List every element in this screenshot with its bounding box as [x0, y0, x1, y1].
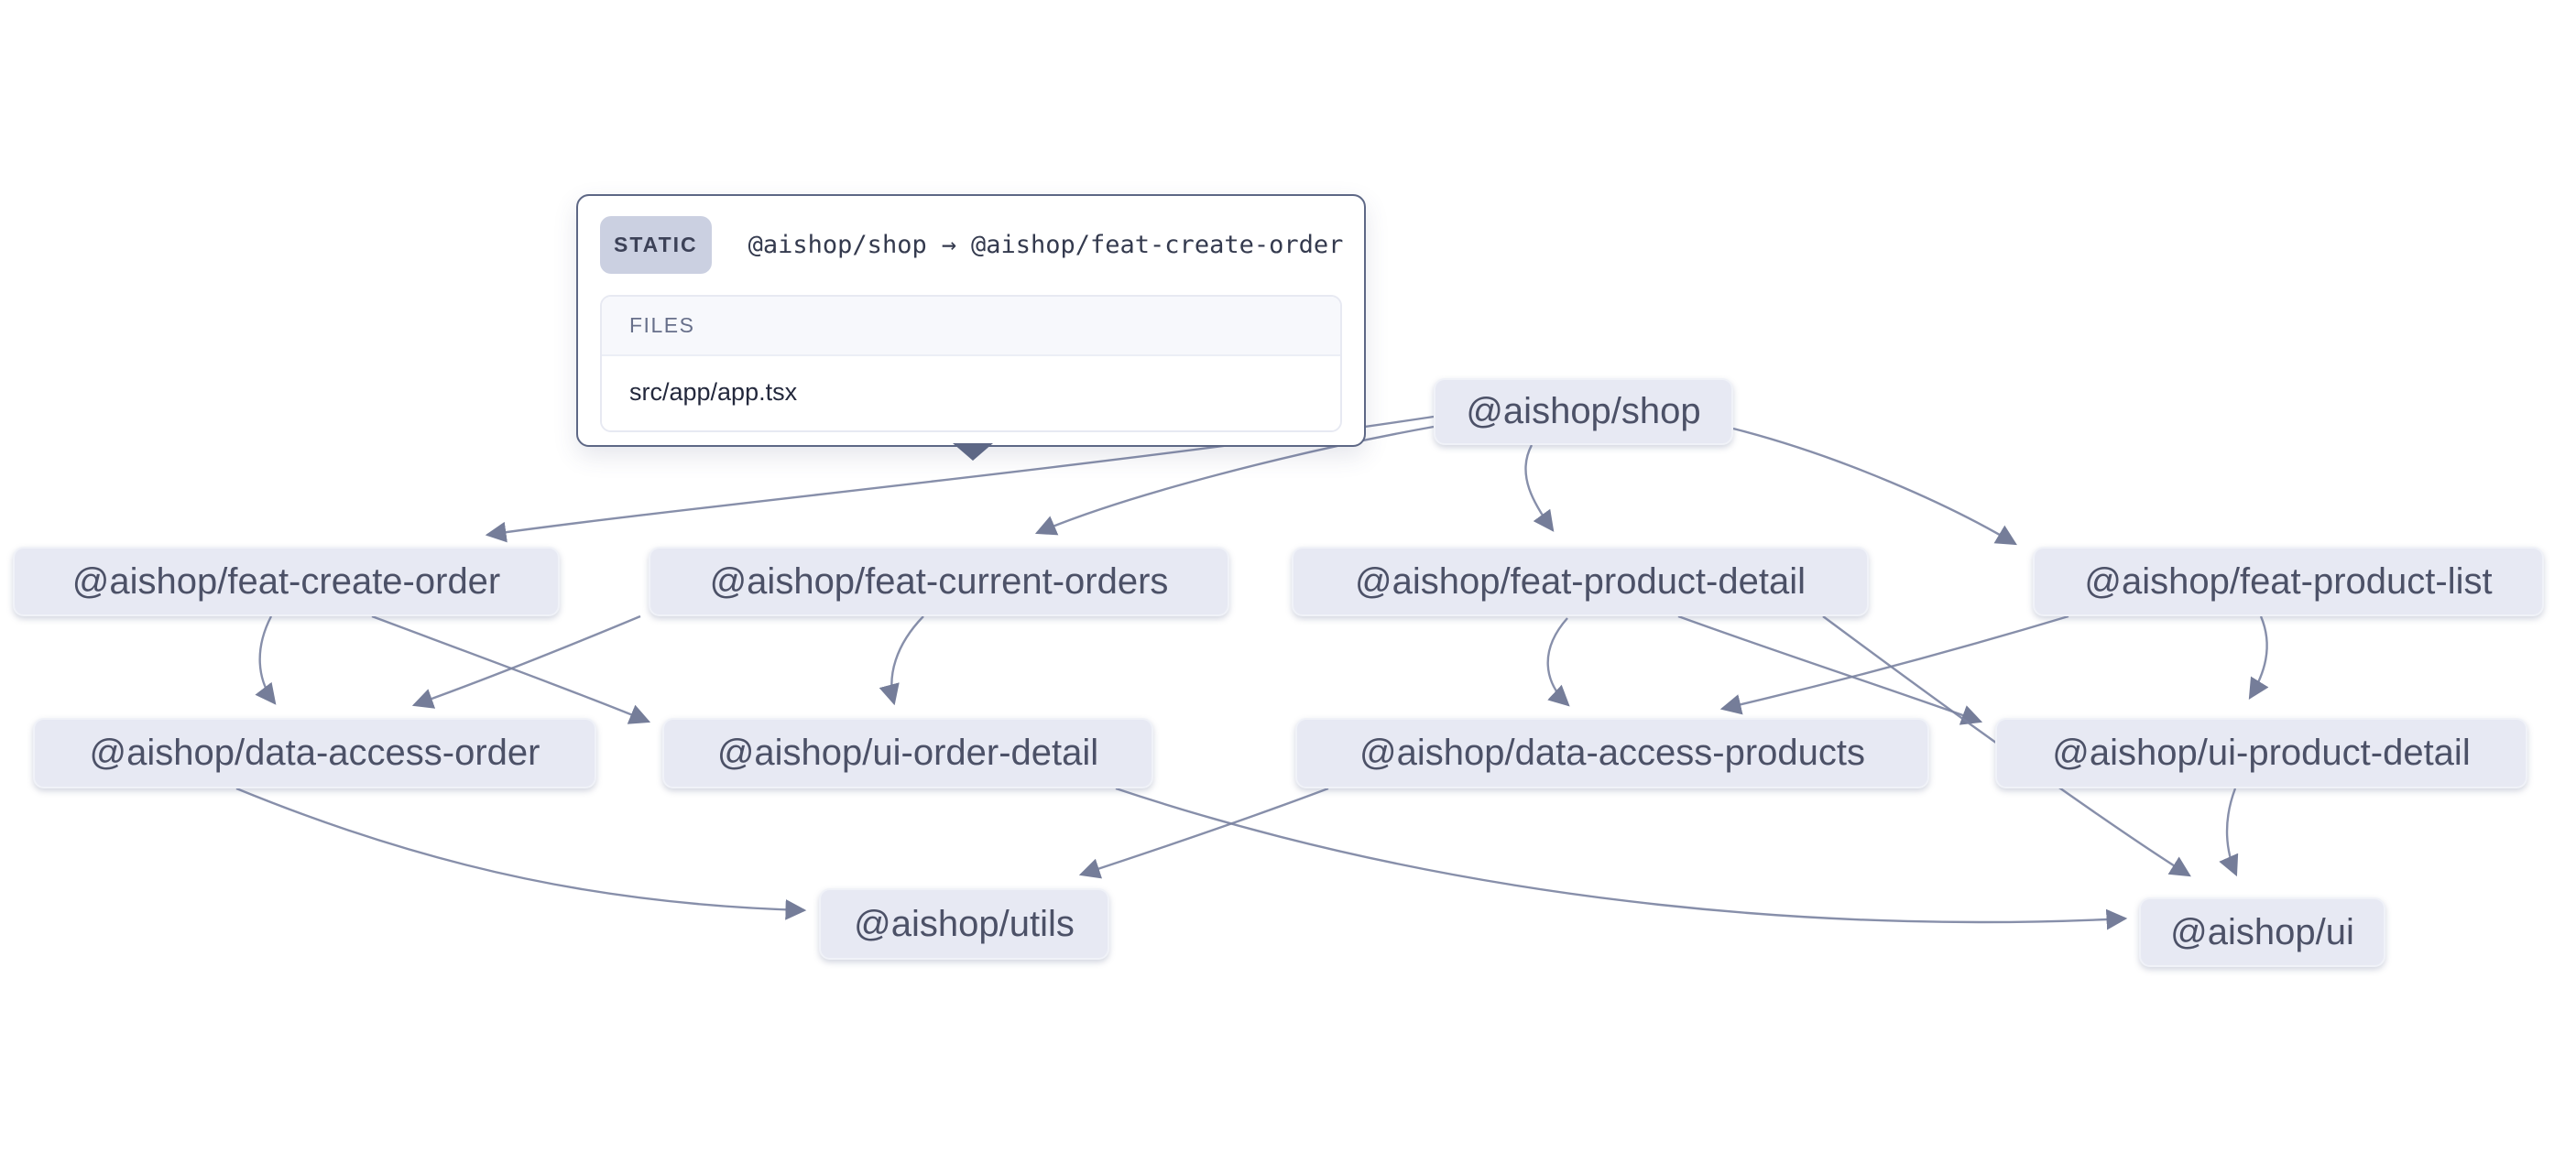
- edge-source-label: @aishop/shop: [748, 231, 927, 259]
- edge-tooltip: STATIC @aishop/shop → @aishop/feat-creat…: [576, 194, 1366, 461]
- edge-data-access-products-to-utils[interactable]: [1078, 787, 1329, 879]
- edge-type-badge: STATIC: [600, 216, 712, 274]
- graph-node-ui-order-detail[interactable]: @aishop/ui-order-detail: [662, 718, 1153, 788]
- graph-node-ui-product-detail[interactable]: @aishop/ui-product-detail: [1995, 718, 2527, 788]
- graph-node-shop[interactable]: @aishop/shop: [1434, 378, 1733, 445]
- files-section-header: FILES: [602, 297, 1340, 356]
- file-list-item: src/app/app.tsx: [629, 378, 798, 406]
- graph-node-feat-create-order[interactable]: @aishop/feat-create-order: [13, 547, 560, 616]
- graph-node-data-access-order[interactable]: @aishop/data-access-order: [33, 718, 596, 788]
- edge-feat-create-order-to-ui-order-detail[interactable]: [371, 614, 651, 724]
- edge-data-access-order-to-utils[interactable]: [235, 787, 807, 920]
- edge-feat-product-list-to-ui-product-detail[interactable]: [2248, 615, 2269, 700]
- edge-feat-product-list-to-data-access-products[interactable]: [1719, 614, 2069, 715]
- edge-ui-order-detail-to-ui[interactable]: [1115, 787, 2128, 930]
- edge-shop-to-feat-current-orders[interactable]: [1034, 425, 1435, 536]
- edge-feat-current-orders-to-data-access-order[interactable]: [411, 614, 641, 709]
- edge-shop-to-feat-product-detail[interactable]: [1524, 444, 1555, 532]
- graph-node-feat-current-orders[interactable]: @aishop/feat-current-orders: [649, 547, 1229, 616]
- edge-target-label: @aishop/feat-create-order: [970, 231, 1344, 259]
- edge-dependency-text: @aishop/shop → @aishop/feat-create-order: [748, 231, 1344, 259]
- graph-node-data-access-products[interactable]: @aishop/data-access-products: [1295, 718, 1929, 788]
- files-list: src/app/app.tsx: [602, 356, 1340, 430]
- edge-shop-to-feat-product-list[interactable]: [1732, 427, 2017, 546]
- arrow-right-icon: →: [941, 231, 956, 259]
- graph-node-feat-product-list[interactable]: @aishop/feat-product-list: [2033, 547, 2544, 616]
- graph-node-utils[interactable]: @aishop/utils: [819, 888, 1109, 960]
- edge-ui-product-detail-to-ui[interactable]: [2219, 788, 2239, 877]
- edge-feat-current-orders-to-ui-order-detail[interactable]: [879, 615, 924, 706]
- graph-node-feat-product-detail[interactable]: @aishop/feat-product-detail: [1292, 547, 1869, 616]
- edge-feat-product-detail-to-ui-product-detail[interactable]: [1677, 614, 1983, 725]
- tooltip-header: STATIC @aishop/shop → @aishop/feat-creat…: [600, 216, 1344, 274]
- files-section: FILES src/app/app.tsx: [600, 295, 1342, 432]
- edge-feat-product-detail-to-data-access-products[interactable]: [1546, 617, 1570, 707]
- graph-node-ui[interactable]: @aishop/ui: [2139, 897, 2385, 967]
- tooltip-caret: [953, 443, 993, 461]
- edge-feat-create-order-to-data-access-order[interactable]: [255, 615, 277, 705]
